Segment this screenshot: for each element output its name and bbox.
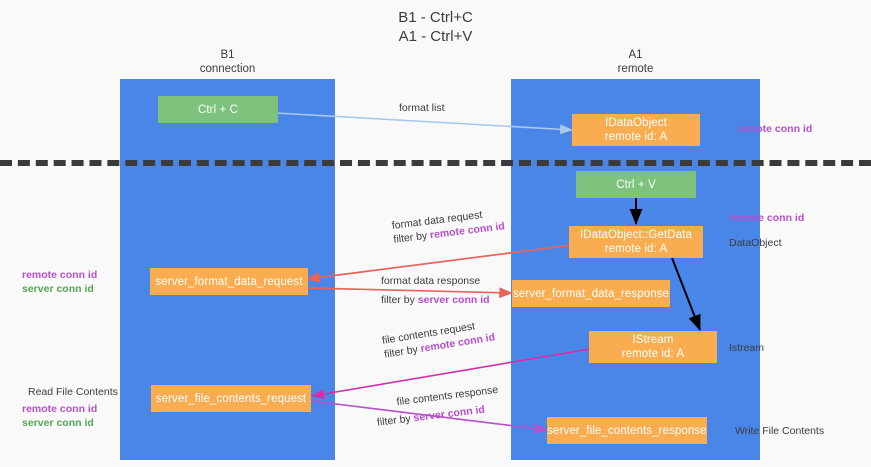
edge-label-format-data-response: format data response filter by server co… xyxy=(381,274,490,307)
annotation-istream: Istream xyxy=(729,342,765,354)
edge-label-format-list: format list xyxy=(399,102,445,114)
edge-label-file-contents-response: file contents response filter by server … xyxy=(374,383,501,430)
node-idataobject[interactable]: IDataObject remote id: A xyxy=(572,114,700,146)
annotation-read-file-contents: Read File Contents xyxy=(28,386,118,398)
edge-label-file-contents-request: file contents request filter by remote c… xyxy=(381,316,496,361)
node-server-format-data-response[interactable]: server_format_data_response xyxy=(512,280,670,307)
node-server-file-contents-response[interactable]: server_file_contents_response xyxy=(547,417,707,444)
annotation-remote-conn-id-top: remote conn id xyxy=(737,123,813,135)
edge-label-format-data-request: format data request filter by remote con… xyxy=(391,205,506,246)
node-idataobject-getdata[interactable]: IDataObject::GetData remote id: A xyxy=(569,226,703,258)
edge-label-format-data-response-line1: format data response xyxy=(381,275,481,287)
annotation-left-server-conn-id-bottom: server conn id xyxy=(22,417,94,429)
highlight-server-conn-id-2: server conn id xyxy=(412,403,486,425)
node-server-format-data-request[interactable]: server_format_data_request xyxy=(150,268,308,295)
edge-label-file-contents-response-line2: filter by server conn id xyxy=(376,403,486,429)
node-server-file-contents-request[interactable]: server_file_contents_request xyxy=(151,385,311,412)
annotation-left-server-conn-id-mid: server conn id xyxy=(22,283,94,295)
column-header-b1: B1 connection xyxy=(199,49,256,75)
annotation-remote-conn-id-mid: remote conn id xyxy=(729,212,805,224)
annotation-write-file-contents: Write File Contents xyxy=(735,425,825,437)
edge-label-format-data-response-line2: filter by server conn id xyxy=(381,294,490,306)
page-title: B1 - Ctrl+C A1 - Ctrl+V xyxy=(398,9,473,45)
column-header-a1: A1 remote xyxy=(617,49,654,75)
node-ctrl-v[interactable]: Ctrl + V xyxy=(576,171,696,198)
highlight-server-conn-id: server conn id xyxy=(417,294,490,306)
annotation-dataobject: DataObject xyxy=(729,237,782,249)
annotation-left-remote-conn-id-mid: remote conn id xyxy=(22,269,98,281)
node-ctrl-c[interactable]: Ctrl + C xyxy=(158,96,278,123)
node-istream[interactable]: IStream remote id: A xyxy=(589,331,717,363)
section-divider xyxy=(0,160,871,166)
annotation-left-remote-conn-id-bottom: remote conn id xyxy=(22,403,98,415)
